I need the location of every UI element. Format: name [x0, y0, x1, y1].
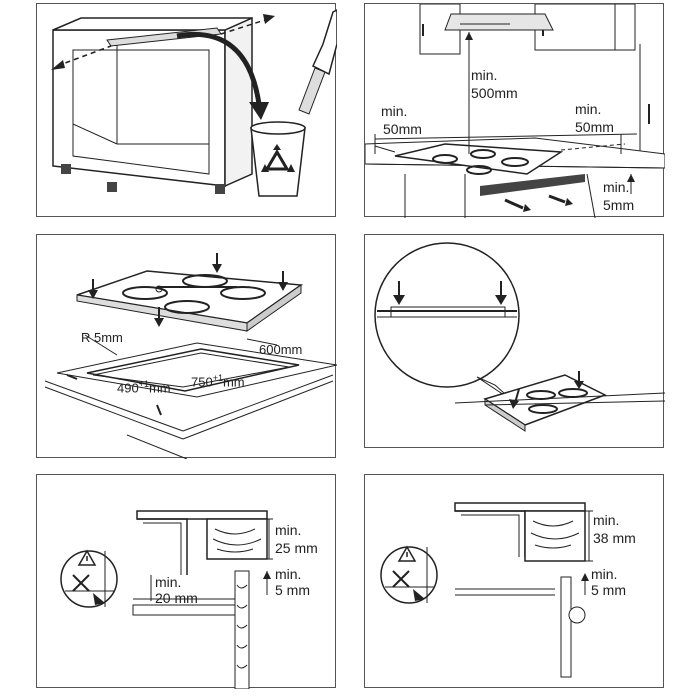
panel-thin-worktop: min. 25 mm min. 5 mm min. 20 mm: [36, 474, 336, 689]
cutout-drawing: [44, 253, 337, 459]
seal-drawing: [374, 242, 665, 432]
right-gap-min-label: min.: [575, 101, 602, 117]
bottom-gap-min-label: min.: [603, 179, 630, 195]
cut-width-unit: mm: [148, 380, 171, 396]
panel-cutout-dimensions: R 5mm 600mm 490+1mm 750+1mm: [36, 234, 337, 459]
top-clearance-min-label: min.: [593, 512, 620, 528]
side-clearance-min-label: min.: [591, 566, 618, 582]
corner-radius-label: R 5mm: [81, 330, 123, 345]
panel-installation-clearances: min. 500mm min. 50mm min. 50mm min. 5mm: [364, 3, 665, 218]
clearances-drawing: [365, 4, 665, 218]
cut-length-tolerance: +1: [212, 373, 223, 383]
cut-length-label: 750+1mm: [191, 371, 245, 389]
bottom-clearance-min-label: min.: [155, 574, 182, 590]
right-gap-value-label: 50mm: [575, 119, 614, 135]
panel-remove-cabinet-top: [36, 3, 337, 217]
hood-gap-min-label: min.: [471, 67, 498, 83]
warning-icon: [397, 545, 417, 562]
cut-length-unit: mm: [222, 374, 245, 390]
cut-width-tolerance: +1: [138, 379, 149, 389]
cut-length-value: 750: [191, 374, 213, 390]
panel-thick-worktop: min. 38 mm min. 5 mm: [364, 474, 664, 688]
side-clearance-min-label: min.: [275, 566, 302, 582]
panel-seal-detail: [364, 234, 665, 448]
left-gap-value-label: 50mm: [383, 121, 422, 137]
thick-worktop-drawing: [380, 502, 593, 678]
warning-icon: [77, 549, 97, 566]
side-clearance-value-label: 5 mm: [591, 582, 626, 598]
cut-width-value: 490: [117, 380, 139, 396]
bottom-gap-value-label: 5mm: [603, 197, 635, 213]
side-clearance-value-label: 5 mm: [275, 582, 310, 598]
hood-gap-value-label: 500mm: [471, 85, 518, 101]
top-clearance-value-label: 38 mm: [593, 530, 636, 546]
left-gap-min-label: min.: [381, 103, 408, 119]
cut-width-label: 490+1mm: [117, 377, 171, 395]
top-clearance-value-label: 25 mm: [275, 540, 318, 556]
bottom-clearance-value-label: 20 mm: [155, 590, 198, 606]
cabinet-removal-drawing: [51, 9, 337, 197]
recycle-icon: [261, 144, 295, 172]
depth-label: 600mm: [259, 342, 303, 357]
thin-worktop-drawing: [60, 510, 273, 689]
top-clearance-min-label: min.: [275, 522, 302, 538]
